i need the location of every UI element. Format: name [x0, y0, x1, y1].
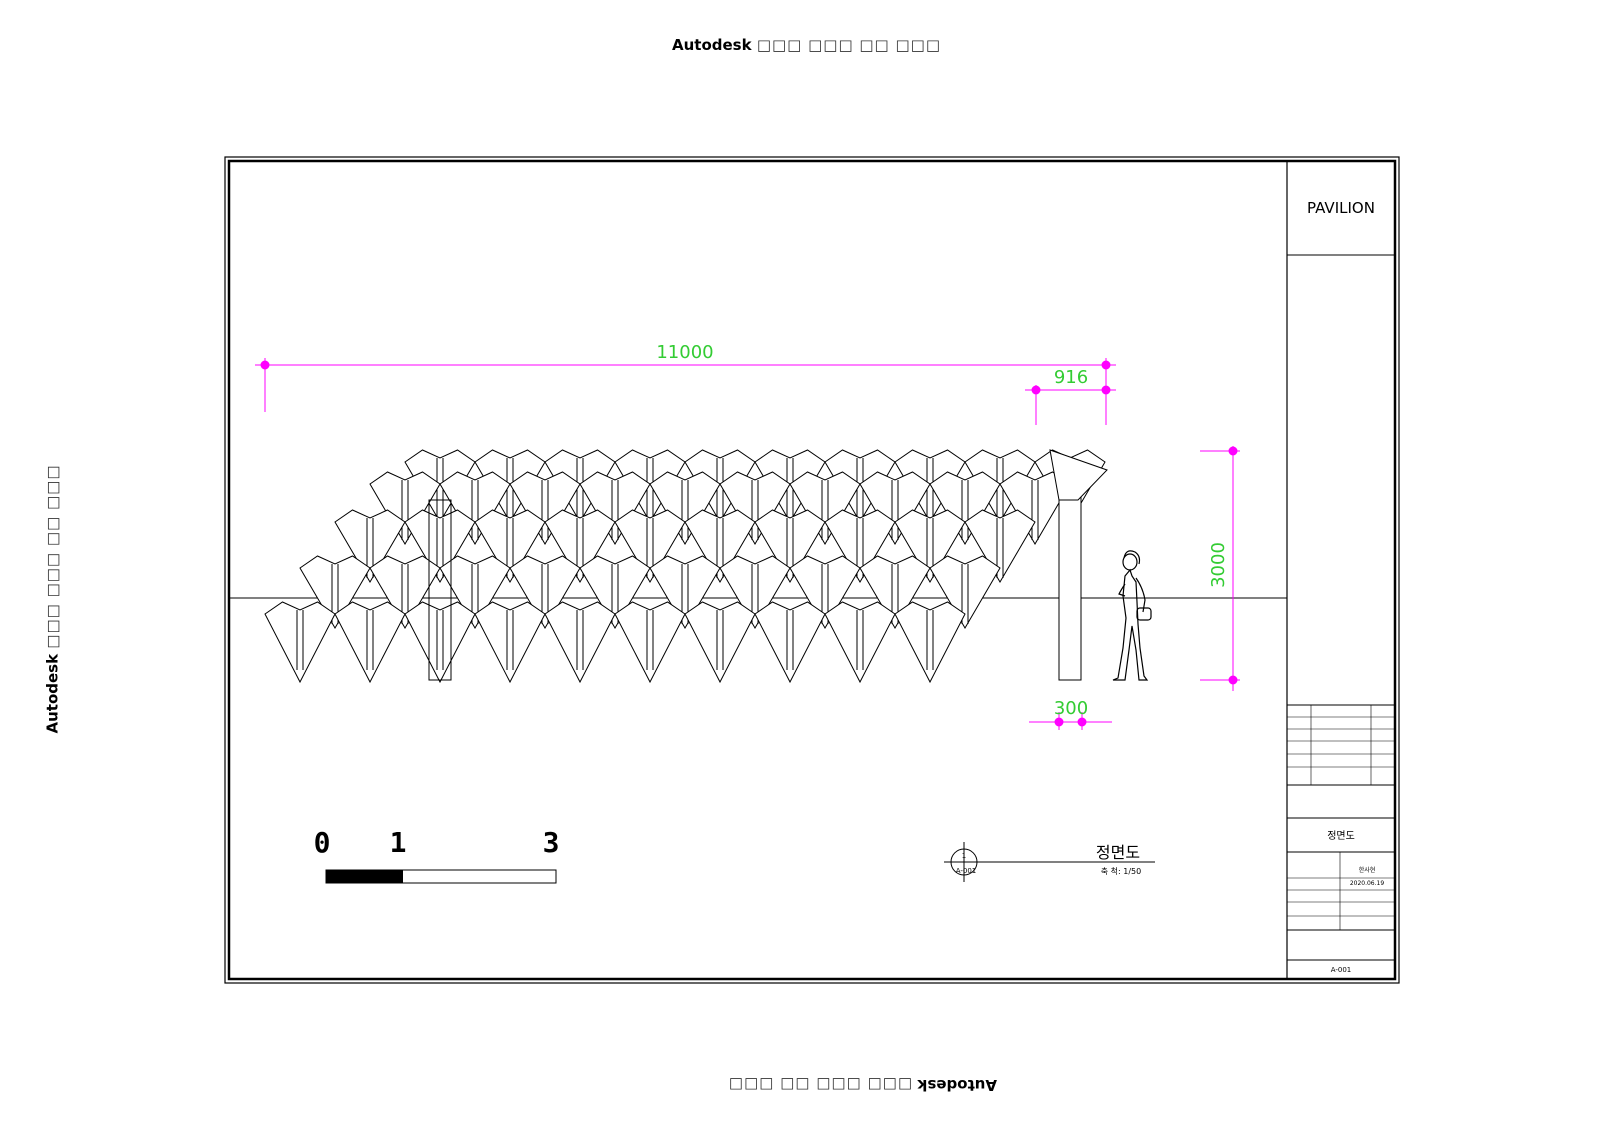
roof-end-module: [1049, 449, 1108, 501]
pavilion-module: [929, 471, 1001, 545]
pavilion-module: [824, 601, 896, 684]
scale-bar-label: 1: [390, 826, 407, 859]
scale-bar: 0 1 3: [314, 826, 560, 884]
watermark-brand: Autodesk: [672, 36, 752, 54]
pavilion-module: [404, 509, 476, 583]
module-fold-line: [856, 610, 864, 670]
pavilion-module: [754, 509, 826, 583]
dimension-column-width: 300: [1054, 698, 1088, 719]
pavilion-module: [369, 471, 441, 545]
drawing-scale: 축 척: 1/50: [1101, 867, 1141, 876]
scale-bar-label: 0: [314, 826, 331, 859]
pavilion-module: [894, 509, 966, 583]
module-fold-line: [576, 610, 584, 670]
support-column-right: [1058, 493, 1082, 681]
inner-border: [227, 159, 1397, 981]
pavilion-module: [509, 471, 581, 545]
module-fold-line: [716, 610, 724, 670]
pavilion-module: [824, 509, 896, 583]
pavilion-module: [929, 555, 1001, 629]
drawing-reference-bubble: [944, 842, 1155, 882]
module-fold-line: [436, 610, 444, 670]
module-fold-line: [751, 480, 759, 540]
pavilion-module: [579, 555, 651, 629]
pavilion-module: [789, 555, 861, 629]
support-column-left: [428, 499, 452, 681]
module-fold-line: [471, 480, 479, 540]
pavilion-module: [649, 555, 721, 629]
module-fold-line: [541, 480, 549, 540]
watermark-top: Autodesk □□□ □□□ □□ □□□: [672, 36, 941, 54]
pavilion-module: [439, 555, 511, 629]
pavilion-module: [999, 471, 1071, 545]
outer-border: [224, 156, 1400, 984]
dimension-height: 3000: [1208, 542, 1229, 588]
module-fold-line: [821, 480, 829, 540]
pavilion-module: [579, 471, 651, 545]
sheet-title: 정면도: [1327, 830, 1355, 842]
module-fold-line: [926, 610, 934, 670]
ref-sheet: A-001: [956, 867, 977, 875]
sheet-number: A-001: [1331, 966, 1352, 974]
pavilion-elevation: [264, 449, 1106, 684]
human-figure: [1112, 550, 1152, 681]
pavilion-module: [859, 471, 931, 545]
pavilion-module: [474, 509, 546, 583]
pavilion-module: [614, 509, 686, 583]
dimension-module-width: 916: [1054, 367, 1088, 388]
pavilion-module: [544, 509, 616, 583]
pavilion-module: [369, 555, 441, 629]
pavilion-module: [719, 471, 791, 545]
pavilion-module: [789, 471, 861, 545]
module-fold-line: [646, 610, 654, 670]
module-fold-line: [786, 610, 794, 670]
dimension-lines: [255, 358, 1240, 730]
module-fold-line: [891, 480, 899, 540]
pavilion-module: [264, 601, 336, 684]
drawn-by: 한사현: [1359, 866, 1376, 874]
pavilion-module: [334, 601, 406, 684]
module-fold-line: [611, 480, 619, 540]
pavilion-module: [649, 471, 721, 545]
module-fold-line: [366, 610, 374, 670]
pavilion-module: [509, 555, 581, 629]
pavilion-module: [614, 601, 686, 684]
scale-bar-label: 3: [543, 826, 560, 859]
pavilion-module: [474, 601, 546, 684]
pavilion-module: [404, 601, 476, 684]
pavilion-module: [964, 509, 1036, 583]
project-title: PAVILION: [1307, 199, 1375, 217]
pavilion-module: [754, 601, 826, 684]
pavilion-module: [684, 509, 756, 583]
module-fold-line: [296, 610, 304, 670]
pavilion-module: [544, 601, 616, 684]
pavilion-module: [719, 555, 791, 629]
drawing-title: 정면도: [1096, 843, 1140, 862]
pavilion-module: [859, 555, 931, 629]
drawing-date: 2020.06.19: [1350, 880, 1385, 887]
pavilion-module: [684, 601, 756, 684]
module-fold-line: [506, 610, 514, 670]
title-block: [1286, 161, 1395, 979]
module-fold-line: [961, 480, 969, 540]
module-fold-line: [1031, 480, 1039, 540]
pavilion-module: [439, 471, 511, 545]
watermark-tail: □□□ □□□ □□ □□□: [756, 36, 942, 54]
ref-number: 1: [962, 852, 966, 860]
module-fold-line: [401, 480, 409, 540]
pavilion-module: [894, 601, 966, 684]
dimension-overall-width: 11000: [656, 342, 713, 363]
pavilion-module: [334, 509, 406, 583]
module-fold-line: [681, 480, 689, 540]
pavilion-module: [299, 555, 371, 629]
